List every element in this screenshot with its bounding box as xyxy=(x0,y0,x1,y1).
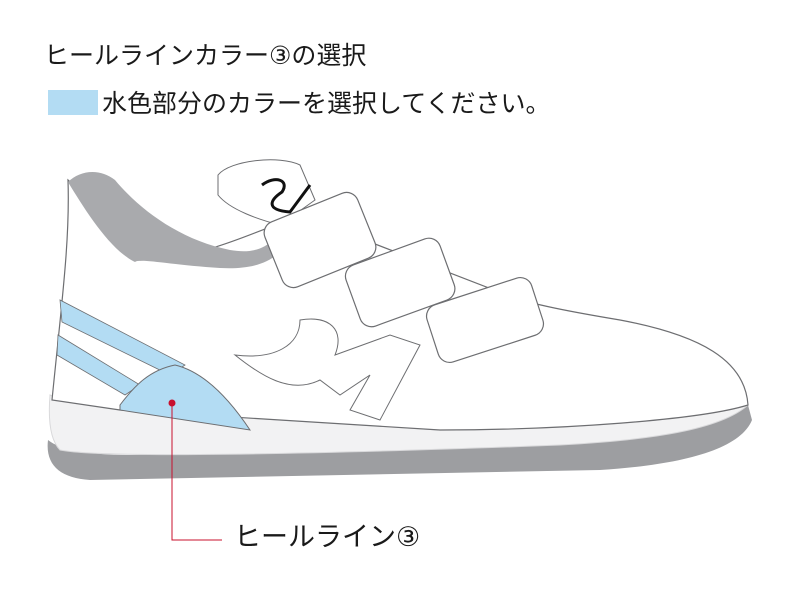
strap-3 xyxy=(425,276,545,364)
collar-lining xyxy=(68,171,300,269)
callout-line xyxy=(171,403,222,541)
heel-stripe-2 xyxy=(56,334,141,396)
strap-1 xyxy=(263,191,377,289)
strap-2 xyxy=(344,237,456,328)
heel-line-3 xyxy=(119,364,252,431)
callout-label: ヒールライン③ xyxy=(234,522,421,553)
color-swatch xyxy=(48,89,98,115)
tongue-logo xyxy=(261,178,312,214)
page-title: ヒールラインカラー③の選択 xyxy=(44,41,367,70)
velcro-straps xyxy=(263,191,545,364)
outsole xyxy=(47,405,753,480)
instruction-text: 水色部分のカラーを選択してください。 xyxy=(102,89,551,118)
instruction: 水色部分のカラーを選択してください。 xyxy=(48,84,551,120)
m-logo xyxy=(233,318,421,421)
